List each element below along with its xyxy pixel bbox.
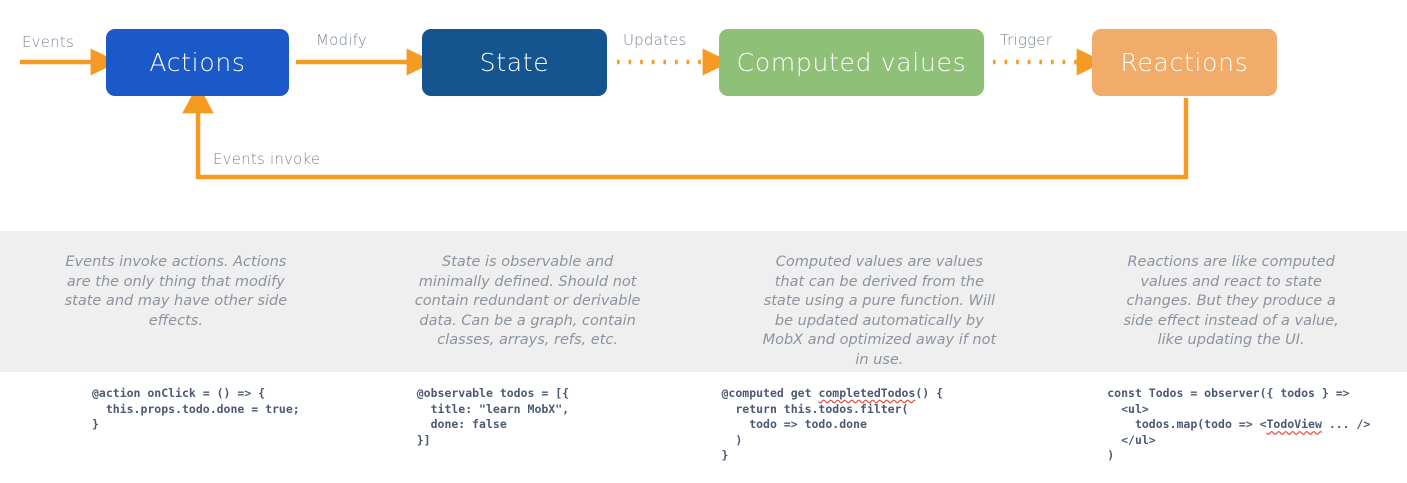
- code-token: todos.map(todo => <: [1107, 417, 1267, 432]
- code-band: @action onClick = () => { this.props.tod…: [0, 382, 1407, 483]
- node-reactions[interactable]: Reactions: [1092, 29, 1277, 96]
- code-line: }: [721, 448, 729, 463]
- flow-arrows: [20, 48, 1189, 180]
- code-line: <ul>: [1107, 401, 1149, 416]
- node-reactions-label: Reactions: [1120, 48, 1249, 77]
- node-state[interactable]: State: [422, 29, 607, 96]
- code-token: @computed get: [721, 386, 819, 400]
- code-line: title: "learn MobX",: [416, 401, 570, 416]
- edge-label-events: Events: [22, 33, 74, 51]
- description-column-reactions: Reactions are like computed values and r…: [1055, 231, 1407, 372]
- edge-label-events-invoke: Events invoke: [213, 150, 321, 168]
- edge-label-modify: Modify: [316, 31, 367, 49]
- code-token: ... />: [1321, 417, 1371, 432]
- code-line: ): [721, 432, 743, 447]
- code-line: </ul>: [1107, 432, 1156, 447]
- node-actions[interactable]: Actions: [106, 29, 289, 96]
- description-text-actions: Events invoke actions. Actions are the o…: [64, 254, 288, 329]
- edge-label-updates: Updates: [623, 31, 687, 49]
- code-sample-computed-values: @computed get completedTodos() { return …: [722, 386, 944, 464]
- code-line: @action onClick = () => {: [92, 386, 266, 400]
- code-line: }: [92, 417, 99, 432]
- code-column-computed-values: @computed get completedTodos() { return …: [704, 382, 1056, 483]
- spellcheck-underlined-token: TodoView: [1266, 417, 1322, 432]
- description-text-computed-values: Computed values are values that can be d…: [762, 254, 997, 368]
- description-column-state: State is observable and minimally define…: [352, 231, 704, 372]
- node-actions-label: Actions: [149, 48, 246, 77]
- node-computed-values-label: Computed values: [736, 48, 967, 77]
- edge-label-trigger: Trigger: [1000, 31, 1053, 49]
- description-text-reactions: Reactions are like computed values and r…: [1123, 254, 1339, 348]
- code-line: @observable todos = [{: [416, 386, 570, 400]
- description-text-state: State is observable and minimally define…: [414, 254, 641, 348]
- description-band: Events invoke actions. Actions are the o…: [0, 231, 1407, 372]
- code-column-actions: @action onClick = () => { this.props.tod…: [0, 382, 352, 483]
- code-line: @computed get completedTodos() {: [722, 386, 944, 400]
- code-token: () {: [915, 386, 944, 400]
- flow-diagram: Actions State Computed values Reactions …: [0, 0, 1407, 231]
- code-line: return this.todos.filter(: [721, 401, 909, 416]
- code-sample-actions: @action onClick = () => { this.props.tod…: [92, 386, 300, 433]
- arrow-events-invoke: [182, 83, 1189, 180]
- description-column-computed-values: Computed values are values that can be d…: [704, 231, 1056, 372]
- description-column-actions: Events invoke actions. Actions are the o…: [0, 231, 352, 372]
- code-sample-state: @observable todos = [{ title: "learn Mob…: [417, 386, 569, 448]
- code-line: this.props.todo.done = true;: [92, 401, 300, 416]
- code-line: todo => todo.done: [721, 417, 867, 432]
- code-line: const Todos = observer({ todos } =>: [1107, 386, 1350, 400]
- code-column-state: @observable todos = [{ title: "learn Mob…: [352, 382, 704, 483]
- code-column-reactions: const Todos = observer({ todos } => <ul>…: [1055, 382, 1407, 483]
- spellcheck-underlined-token: completedTodos: [818, 386, 916, 400]
- code-line: ): [1107, 448, 1115, 463]
- node-computed-values[interactable]: Computed values: [719, 29, 984, 96]
- code-line: done: false: [416, 417, 507, 432]
- code-line: }]: [416, 432, 431, 447]
- code-line: todos.map(todo => <TodoView ... />: [1107, 417, 1370, 431]
- code-sample-reactions: const Todos = observer({ todos } => <ul>…: [1107, 386, 1370, 464]
- node-state-label: State: [479, 48, 550, 77]
